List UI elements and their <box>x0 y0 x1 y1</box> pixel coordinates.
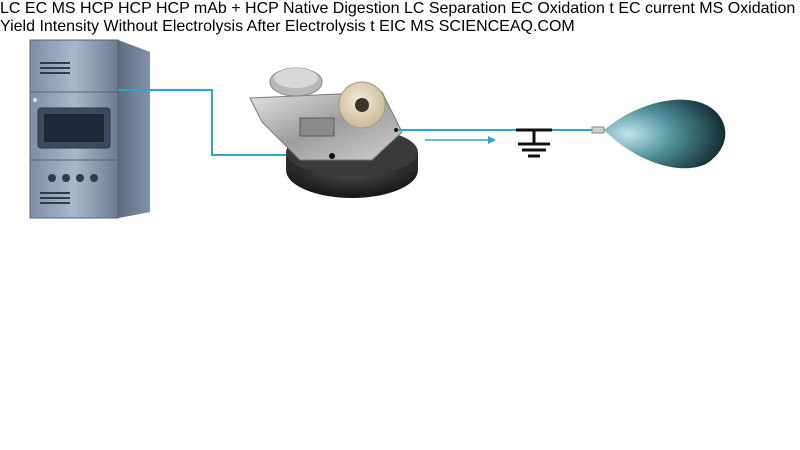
eic-ms-caption: EIC MS <box>379 18 435 35</box>
hcp-badge: HCP <box>118 0 152 17</box>
watermark: SCIENCEAQ.COM <box>438 18 575 35</box>
step-oxidation-yield-label: Oxidation Yield <box>0 0 796 35</box>
hcp-badge: HCP <box>155 0 190 17</box>
hcp-badge: HCP <box>80 0 114 17</box>
flow-arrow-icon <box>425 136 496 144</box>
trace-label-without-electrolysis: Without Electrolysis <box>103 18 244 35</box>
step-native-digestion-label: Native Digestion <box>282 0 400 17</box>
trace-label-after-electrolysis: After Electrolysis <box>246 18 366 35</box>
oxidation-dot: LC Separation EC Oxidation t EC current … <box>0 0 795 35</box>
ec-plot-time-axis-label: t <box>609 0 614 17</box>
ms-label: MS <box>51 0 76 17</box>
ms-spray-icon <box>591 99 726 169</box>
eic-plot-time-axis-label: t <box>370 18 375 35</box>
step-lc-separation-label: LC Separation <box>403 0 507 17</box>
ground-icon <box>516 128 552 158</box>
ec-cell-icon <box>249 67 418 198</box>
step-ms-label: MS <box>699 0 724 17</box>
ec-current-caption: EC current <box>618 0 695 17</box>
lc-label: LC <box>0 0 21 17</box>
intensity-axis-label: Intensity <box>39 18 100 35</box>
lc-instrument-icon <box>29 39 150 219</box>
lc-ec-tubing <box>118 89 318 156</box>
ec-label: EC <box>24 0 48 17</box>
sample-caption: mAb + HCP <box>193 0 279 17</box>
step-ec-oxidation-label: EC Oxidation <box>510 0 605 17</box>
